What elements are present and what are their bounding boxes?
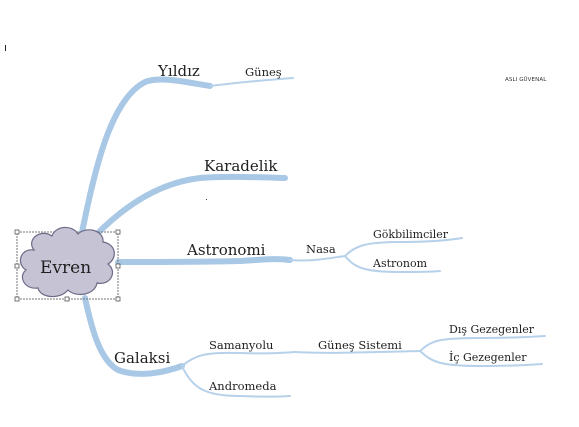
corner-mark: [5, 45, 6, 51]
branch-dis-gezegenler: [419, 335, 546, 352]
root-label[interactable]: Evren: [40, 258, 92, 278]
root-cloud-node[interactable]: [19, 226, 115, 298]
node-galaksi[interactable]: Galaksi: [114, 349, 171, 367]
branch-galaksi: [82, 295, 185, 377]
branch-karadelik: [92, 173, 288, 239]
branch-ic-gezegenler: [419, 350, 543, 368]
node-dis-gezegenler[interactable]: Dış Gezegenler: [449, 323, 535, 336]
node-samanyolu[interactable]: Samanyolu: [209, 338, 274, 352]
branch-astronomi-to-nasa: [289, 255, 346, 262]
branch-astronom: [344, 255, 441, 274]
branch-yildiz-tail: [209, 77, 294, 87]
branch-yildiz: [79, 76, 213, 235]
node-karadelik[interactable]: Karadelik: [204, 157, 278, 175]
stray-dot: [206, 199, 207, 200]
node-nasa[interactable]: Nasa: [306, 242, 336, 256]
selection-handles[interactable]: [14, 229, 121, 302]
branch-gunes-sistemi: [294, 350, 421, 354]
node-astronomi[interactable]: Astronomi: [187, 241, 266, 259]
node-yildiz[interactable]: Yıldız: [158, 62, 200, 80]
branch-samanyolu: [181, 351, 296, 367]
node-gunes-sistemi[interactable]: Güneş Sistemi: [318, 338, 402, 352]
node-astronom[interactable]: Astronom: [373, 257, 428, 270]
node-ic-gezegenler[interactable]: İç Gezegenler: [449, 351, 527, 364]
node-andromeda[interactable]: Andromeda: [209, 379, 277, 393]
branch-gokbilimciler: [344, 237, 463, 257]
branch-astronomi: [115, 256, 293, 265]
node-gunes[interactable]: Güneş: [245, 65, 282, 79]
author-label: ASLI GÜVENAL: [505, 77, 547, 83]
branch-andromeda: [181, 365, 291, 398]
node-gokbilimciler[interactable]: Gökbilimciler: [373, 228, 449, 241]
